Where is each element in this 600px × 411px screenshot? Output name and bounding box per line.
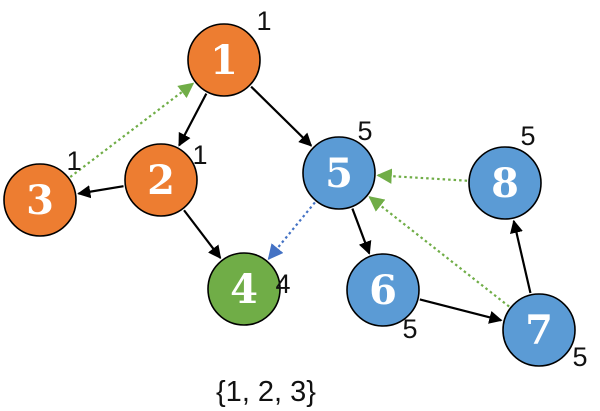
node-3-low-value: 1 (66, 146, 81, 176)
node-7: 7 (502, 293, 576, 367)
caption-set: {1, 2, 3} (216, 376, 316, 408)
node-4: 4 (207, 252, 281, 326)
edge-2-3 (77, 185, 124, 199)
node-5-circle (302, 136, 376, 210)
node-6-label: 6 (369, 267, 397, 314)
edge-6-7 (419, 298, 503, 324)
node-1-circle (187, 23, 261, 97)
edges (69, 82, 532, 324)
node-7-label: 7 (525, 307, 553, 354)
node-5-low-value: 5 (357, 116, 372, 146)
node-1-low-value: 1 (256, 6, 271, 36)
node-4-label: 4 (230, 266, 258, 313)
node-5-label: 5 (325, 150, 353, 197)
node-3-label: 3 (26, 177, 54, 224)
node-4-circle (207, 252, 281, 326)
edge-1-5 (250, 85, 313, 147)
node-8-low-value: 5 (520, 121, 535, 151)
edge-8-5 (376, 168, 468, 184)
node-5: 5 (302, 136, 376, 210)
node-8-circle (468, 146, 542, 220)
node-1: 1 (187, 23, 261, 97)
node-1-label: 1 (210, 37, 238, 84)
node-7-circle (502, 293, 576, 367)
node-3: 3 (3, 163, 77, 237)
node-7-low-value: 5 (572, 342, 587, 372)
node-3-circle (3, 163, 77, 237)
node-6-circle (346, 253, 420, 327)
node-8-label: 8 (491, 160, 519, 207)
edge-7-8 (510, 219, 532, 294)
edge-2-4 (183, 209, 222, 260)
node-2-label: 2 (147, 157, 175, 204)
edge-3-1 (69, 82, 195, 178)
node-2-circle (124, 143, 198, 217)
edge-5-6 (351, 208, 372, 255)
node-2-low-value: 1 (192, 140, 207, 170)
node-8: 8 (468, 146, 542, 220)
node-4-low-value: 4 (275, 269, 290, 299)
edge-7-5 (368, 196, 510, 308)
edge-5-4 (267, 201, 316, 261)
edge-1-2 (178, 93, 208, 147)
node-6-low-value: 5 (402, 314, 417, 344)
node-2: 2 (124, 143, 198, 217)
node-6: 6 (346, 253, 420, 327)
